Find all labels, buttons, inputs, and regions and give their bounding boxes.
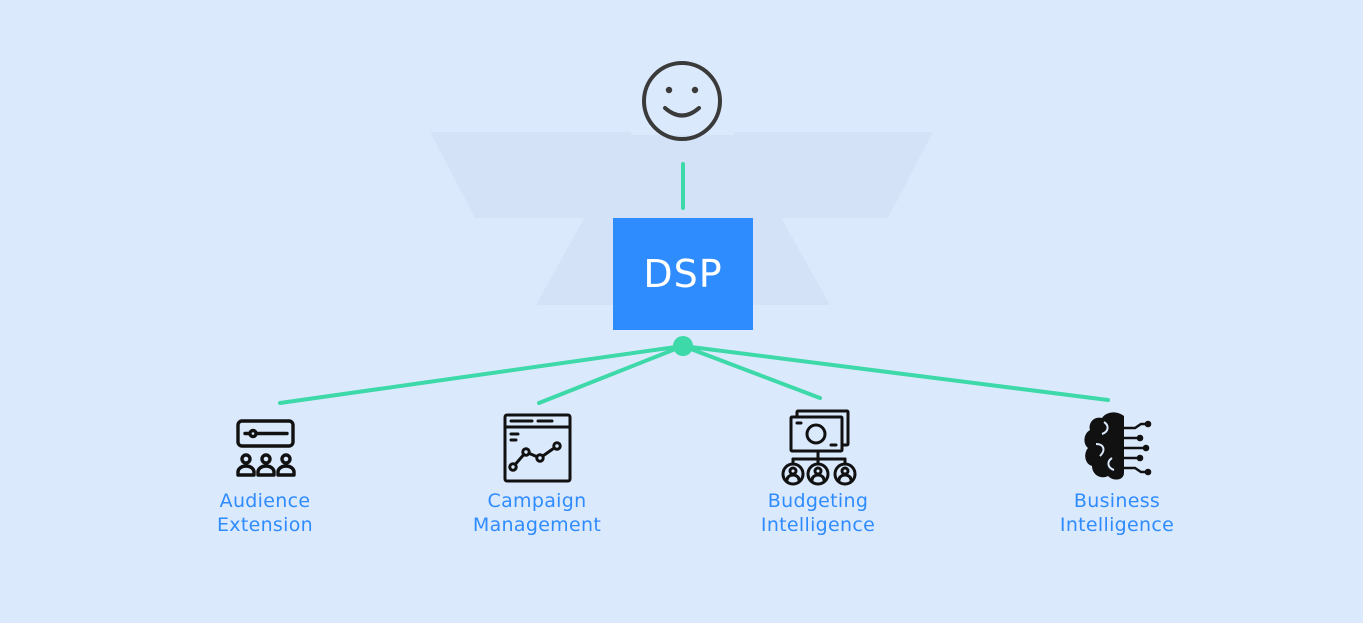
connector-lines [278, 162, 1110, 405]
connector-audience [278, 344, 685, 405]
smiley-face-icon [642, 61, 722, 141]
connector-campaign [537, 344, 685, 405]
budget-money-icon [781, 409, 857, 486]
campaign-management-label: Campaign Management [472, 490, 602, 536]
campaign-chart-icon [503, 413, 572, 483]
audience-icon [236, 419, 296, 477]
budgeting-intelligence-label: Budgeting Intelligence [760, 490, 876, 536]
dsp-box: DSP [613, 218, 753, 330]
business-intelligence-label: Business Intelligence [1059, 490, 1175, 536]
dsp-label: DSP [643, 252, 723, 296]
connector-budgeting [681, 344, 822, 400]
connector-business [681, 344, 1110, 402]
hub-dot [673, 336, 693, 356]
brain-circuit-icon [1084, 412, 1152, 480]
audience-extension-label: Audience Extension [217, 490, 313, 536]
